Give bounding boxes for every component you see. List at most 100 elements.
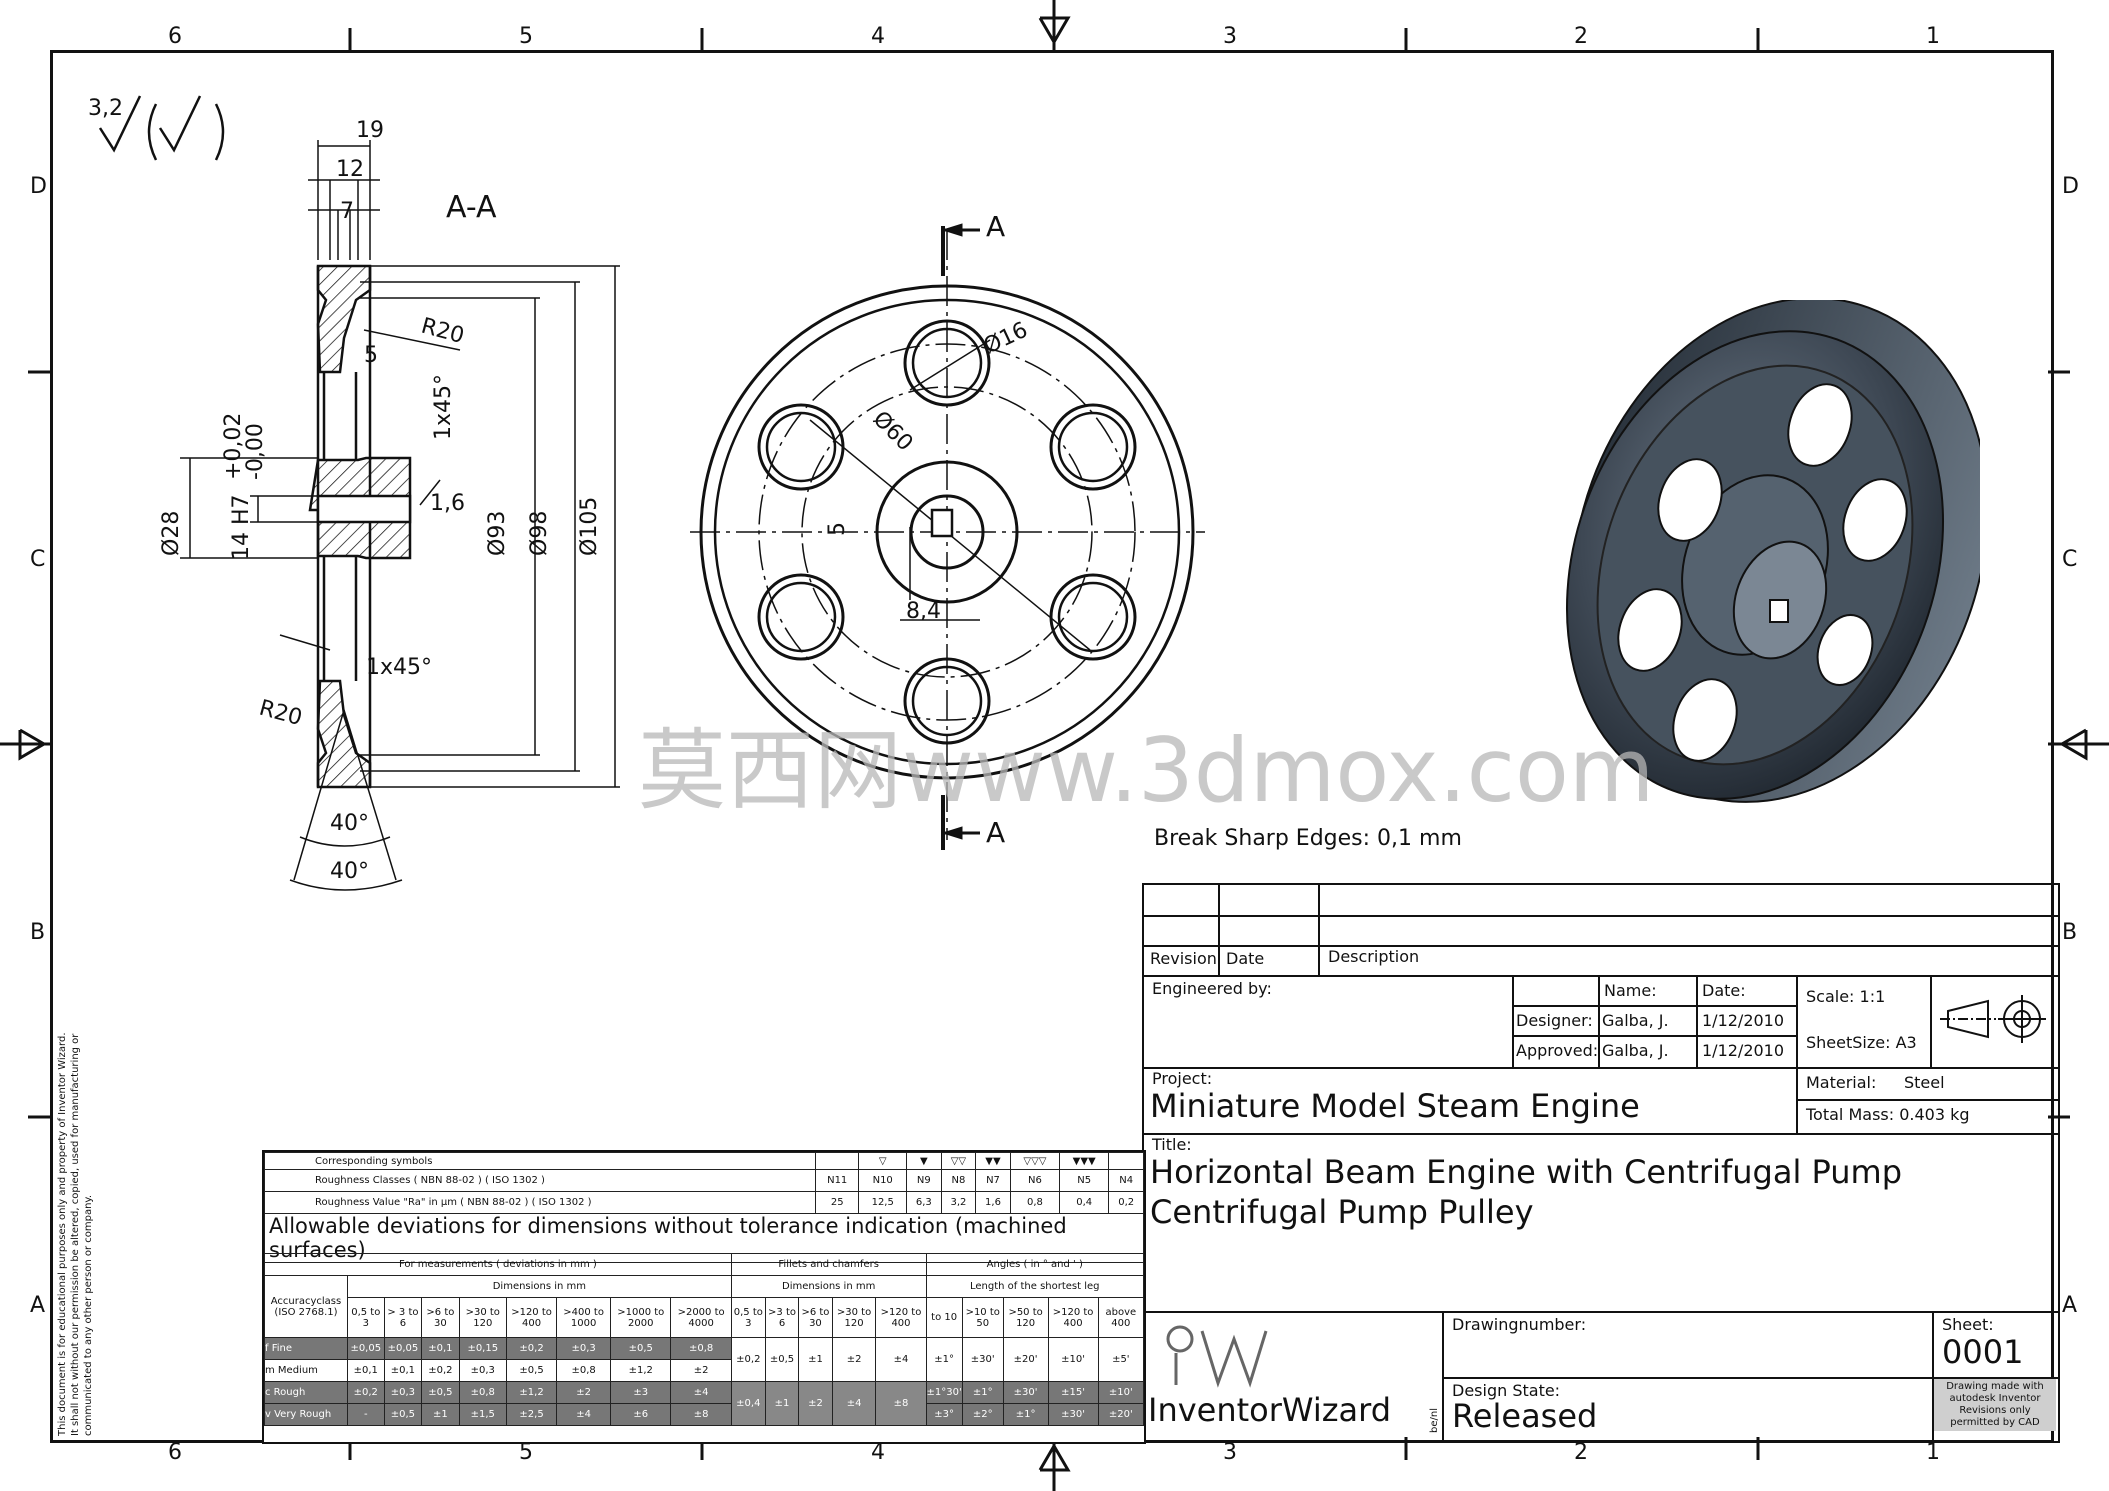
- fine-v6: ±0,5: [610, 1337, 672, 1360]
- class-n11: N11: [814, 1169, 860, 1192]
- revision-header: Revision: [1150, 949, 1217, 968]
- project-label: Project:: [1152, 1069, 1213, 1088]
- angle-v-0: ±3°: [925, 1403, 963, 1426]
- watermark: 莫西网www.3dmox.com: [638, 719, 1655, 822]
- fine-v1: ±0,05: [383, 1337, 423, 1360]
- class-n6: N6: [1009, 1169, 1061, 1192]
- dim-bore-tol-up: +0,02: [221, 413, 246, 480]
- fine-v2: ±0,1: [421, 1337, 460, 1360]
- ra-6-3: 6,3: [906, 1191, 942, 1214]
- scale-label: Scale: 1:1: [1806, 987, 1886, 1006]
- ra-0-4: 0,4: [1059, 1191, 1110, 1214]
- vr-v5: ±4: [556, 1403, 612, 1426]
- fillet-cv-1: ±1: [764, 1381, 800, 1426]
- zone-left-d: D: [30, 174, 47, 199]
- made-with-1: Drawing made with: [1946, 1381, 2044, 1392]
- range1-4: >120 to 400: [505, 1297, 558, 1338]
- description-header: Description: [1328, 947, 1420, 966]
- vr-v0: -: [347, 1403, 385, 1426]
- dim-dia28: Ø28: [159, 511, 184, 556]
- title-line-1: Horizontal Beam Engine with Centrifugal …: [1150, 1153, 1902, 1191]
- sym-6: ▽▽▽: [1009, 1152, 1061, 1170]
- fillet-fm-0: ±0,2: [730, 1337, 766, 1382]
- legal-note-line-2: It shall not without our permission be a…: [70, 1033, 81, 1436]
- angles-header: Angles ( in ° and ' ): [925, 1253, 1145, 1276]
- class-rough: c Rough: [264, 1381, 348, 1404]
- zone-bot-1: 1: [1926, 1440, 1940, 1465]
- rough-v3: ±0,8: [458, 1381, 508, 1404]
- dim-angle-outer: 40°: [330, 859, 369, 884]
- dim-hole: Ø16: [980, 318, 1032, 360]
- zone-right-b: B: [2062, 920, 2078, 945]
- material-value: Steel: [1904, 1073, 1945, 1092]
- measurements-header: For measurements ( deviations in mm ): [264, 1253, 732, 1276]
- vr-v4: ±2,5: [505, 1403, 558, 1426]
- design-state-label: Design State:: [1452, 1381, 1561, 1400]
- engineered-by-label: Engineered by:: [1152, 979, 1272, 998]
- fillet-fm-2: ±1: [798, 1337, 833, 1382]
- rough-v6: ±3: [610, 1381, 672, 1404]
- zone-right-d: D: [2062, 174, 2079, 199]
- break-edges-note: Break Sharp Edges: 0,1 mm: [1154, 826, 1462, 851]
- dim-bore-tol-dn: -0,00: [243, 423, 268, 480]
- zone-left-a: A: [30, 1293, 46, 1318]
- made-with-3: Revisions only: [1959, 1405, 2031, 1416]
- zone-top-2: 2: [1574, 24, 1588, 49]
- designer-name: Galba, J.: [1602, 1011, 1669, 1030]
- med-v3: ±0,3: [458, 1359, 508, 1382]
- ra-12-5: 12,5: [858, 1191, 908, 1214]
- range2-0: 0,5 to 3: [730, 1297, 766, 1338]
- project-name: Miniature Model Steam Engine: [1150, 1087, 1640, 1125]
- sym-7: ▼▼▼: [1059, 1152, 1110, 1170]
- angle-v-2: ±1°: [1002, 1403, 1049, 1426]
- dim-dia98: Ø98: [527, 511, 552, 556]
- range3-1: >10 to 50: [961, 1297, 1004, 1338]
- sym-1: [814, 1152, 860, 1170]
- inventorwizard-logo-icon: [1166, 1325, 1268, 1388]
- range2-3: >30 to 120: [831, 1297, 877, 1338]
- sheetsize-label: SheetSize: A3: [1806, 1033, 1917, 1052]
- range3-3: >120 to 400: [1047, 1297, 1099, 1338]
- zone-bot-4: 4: [871, 1440, 885, 1465]
- total-mass: Total Mass: 0.403 kg: [1806, 1105, 1970, 1124]
- surface-finish-icon: [98, 95, 225, 161]
- material-label: Material:: [1806, 1073, 1877, 1092]
- dim-dia105: Ø105: [577, 497, 602, 556]
- class-fine: f Fine: [264, 1337, 348, 1360]
- ra-0-8: 0,8: [1009, 1191, 1061, 1214]
- vr-v1: ±0,5: [383, 1403, 423, 1426]
- ra-1-6: 1,6: [975, 1191, 1011, 1214]
- angle-fm-1: ±30': [961, 1337, 1004, 1382]
- fine-v0: ±0,05: [347, 1337, 385, 1360]
- surface-roughness-value: 3,2: [88, 96, 123, 121]
- fillet-fm-3: ±2: [831, 1337, 877, 1382]
- vr-v3: ±1,5: [458, 1403, 508, 1426]
- front-view: [690, 223, 1205, 850]
- zone-top-6: 6: [168, 24, 182, 49]
- angle-v-4: ±20': [1097, 1403, 1145, 1426]
- projection-symbol-icon: [1940, 995, 2046, 1043]
- zone-top-3: 3: [1223, 24, 1237, 49]
- sheet-label: Sheet:: [1942, 1315, 1994, 1334]
- fine-v5: ±0,3: [556, 1337, 612, 1360]
- med-v7: ±2: [670, 1359, 732, 1382]
- fillets-header: Fillets and chamfers: [730, 1253, 927, 1276]
- angle-v-3: ±30': [1047, 1403, 1099, 1426]
- legal-note-line-3: communicated to any other person or comp…: [83, 1194, 94, 1436]
- section-marker-top: A: [986, 210, 1006, 243]
- logo-subtext: be/nl: [1429, 1408, 1440, 1433]
- date2-header: Date:: [1702, 981, 1746, 1000]
- fillet-cv-0: ±0,4: [730, 1381, 766, 1426]
- dim-dia93: Ø93: [485, 511, 510, 556]
- dim-7: 7: [340, 199, 354, 224]
- rough-v1: ±0,3: [383, 1381, 423, 1404]
- fine-v4: ±0,2: [505, 1337, 558, 1360]
- zone-bot-3: 3: [1223, 1440, 1237, 1465]
- range3-2: >50 to 120: [1002, 1297, 1049, 1338]
- approved-date: 1/12/2010: [1702, 1041, 1785, 1060]
- dim-1-6: 1,6: [430, 491, 465, 516]
- legal-note: This document is for educational purpose…: [56, 1033, 95, 1437]
- title-label: Title:: [1152, 1135, 1192, 1154]
- class-very-rough: v Very Rough: [264, 1403, 348, 1426]
- sym-8: [1108, 1152, 1144, 1170]
